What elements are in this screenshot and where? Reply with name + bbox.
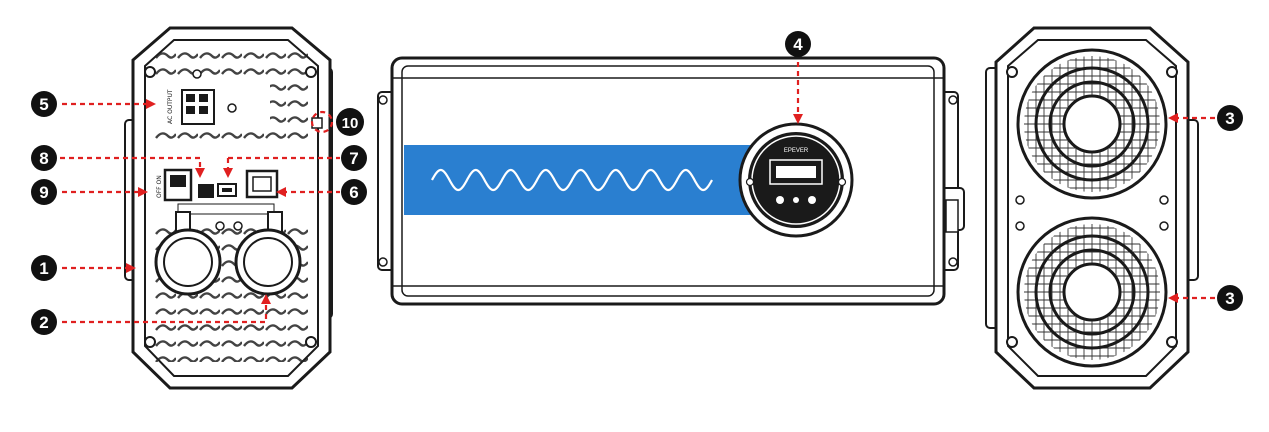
svg-text:5: 5 (39, 95, 48, 114)
left-side-view: AC OUTPUT OFF ON (124, 26, 333, 390)
battery-terminals (154, 211, 302, 296)
callout-badges: 1 2 3 3 4 5 6 7 8 9 10 (31, 31, 1243, 335)
svg-text:2: 2 (39, 313, 48, 332)
display-led (793, 197, 799, 203)
svg-text:3: 3 (1225, 289, 1234, 308)
callout-1: 1 (31, 255, 57, 281)
sine-wave-graphic (431, 168, 713, 192)
display-button[interactable] (808, 196, 816, 204)
callout-arrowheads (126, 99, 1178, 304)
display-brand: EPEVER (784, 148, 809, 154)
callout-7: 7 (341, 145, 367, 171)
svg-text:1: 1 (39, 259, 48, 278)
callout-10: 10 (336, 108, 364, 136)
ac-output-terminal: AC OUTPUT (167, 89, 215, 125)
power-switch[interactable]: OFF ON (156, 168, 193, 202)
callout-2: 2 (31, 309, 57, 335)
ac-output-label: AC OUTPUT (167, 89, 174, 124)
leader-2 (62, 300, 268, 324)
svg-text:8: 8 (39, 149, 48, 168)
front-blue-band (404, 145, 766, 215)
callout-5: 5 (31, 91, 57, 117)
callout-6: 6 (341, 179, 367, 205)
cooling-fan-top (1016, 48, 1168, 200)
front-view: EPEVER (377, 56, 965, 306)
svg-text:4: 4 (793, 35, 803, 54)
svg-text:10: 10 (342, 115, 359, 132)
dip-switch[interactable] (198, 184, 214, 198)
leader-10 (310, 110, 334, 134)
callout-8: 8 (31, 145, 57, 171)
svg-text:3: 3 (1225, 109, 1234, 128)
callout-3-bottom: 3 (1217, 285, 1243, 311)
svg-text:9: 9 (39, 183, 48, 202)
cooling-fan-bottom (1016, 216, 1168, 368)
right-side-view (985, 26, 1199, 390)
callout-3-top: 3 (1217, 105, 1243, 131)
svg-text:6: 6 (349, 183, 358, 202)
off-on-label: OFF ON (156, 175, 163, 198)
display-button[interactable] (776, 196, 784, 204)
leader-8 (60, 156, 202, 170)
callout-4: 4 (785, 31, 811, 57)
lcd-display-panel[interactable]: EPEVER (738, 122, 854, 238)
callout-9: 9 (31, 179, 57, 205)
svg-text:7: 7 (349, 149, 358, 168)
